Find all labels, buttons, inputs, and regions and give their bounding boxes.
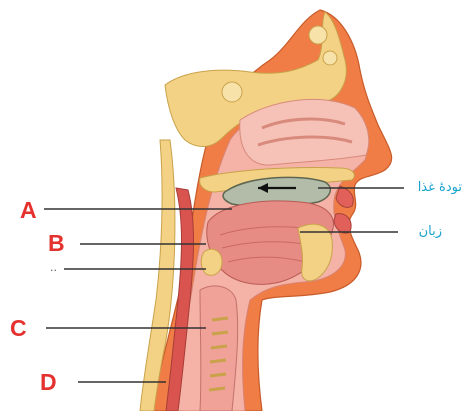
epiglottis xyxy=(201,249,222,275)
sinus-cell-2 xyxy=(323,51,337,65)
nasal-cavity xyxy=(240,99,369,165)
sinus-cell-1 xyxy=(309,26,327,44)
label-bolus: تودهٔ غذا xyxy=(418,181,462,194)
label-d: D xyxy=(40,371,57,394)
label-tongue: زبان xyxy=(419,225,442,238)
label-b: B xyxy=(48,232,65,255)
label-a: A xyxy=(20,199,37,222)
label-c: C xyxy=(10,317,27,340)
sinus-cell-3 xyxy=(222,82,242,102)
label-stub: .. xyxy=(50,262,57,273)
